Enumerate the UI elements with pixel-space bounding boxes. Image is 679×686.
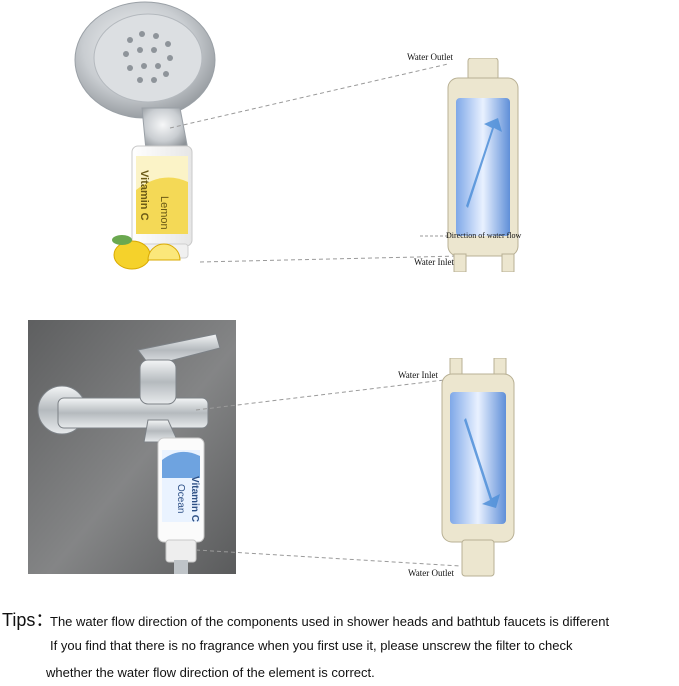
tips-heading: Tips： <box>2 610 54 630</box>
bottom-panel: Vitamin C Ocean Water Inlet Water Outlet <box>0 318 679 588</box>
top-leader-lines <box>169 63 461 263</box>
tips-line-3: whether the water flow direction of the … <box>46 665 375 680</box>
top-flow-label: Direction of water flow <box>446 231 522 240</box>
shower-head-illustration <box>74 1 216 270</box>
top-panel: Vitamin C Lemon Water Outlet Direction o… <box>0 0 679 290</box>
bottom-filter-cartridge <box>441 358 515 577</box>
bottom-inlet-label: Water Inlet <box>398 370 439 380</box>
bathtub-faucet-photo <box>28 320 236 574</box>
top-inlet-label: Water Inlet <box>414 257 455 267</box>
bottom-outlet-label: Water Outlet <box>408 568 455 578</box>
bottom-leader-lines <box>195 379 461 567</box>
tips-line-1: The water flow direction of the componen… <box>50 614 610 629</box>
top-filter-cartridge <box>447 58 519 272</box>
top-outlet-label: Water Outlet <box>407 52 454 62</box>
tips-line-2: If you find that there is no fragrance w… <box>50 638 573 653</box>
